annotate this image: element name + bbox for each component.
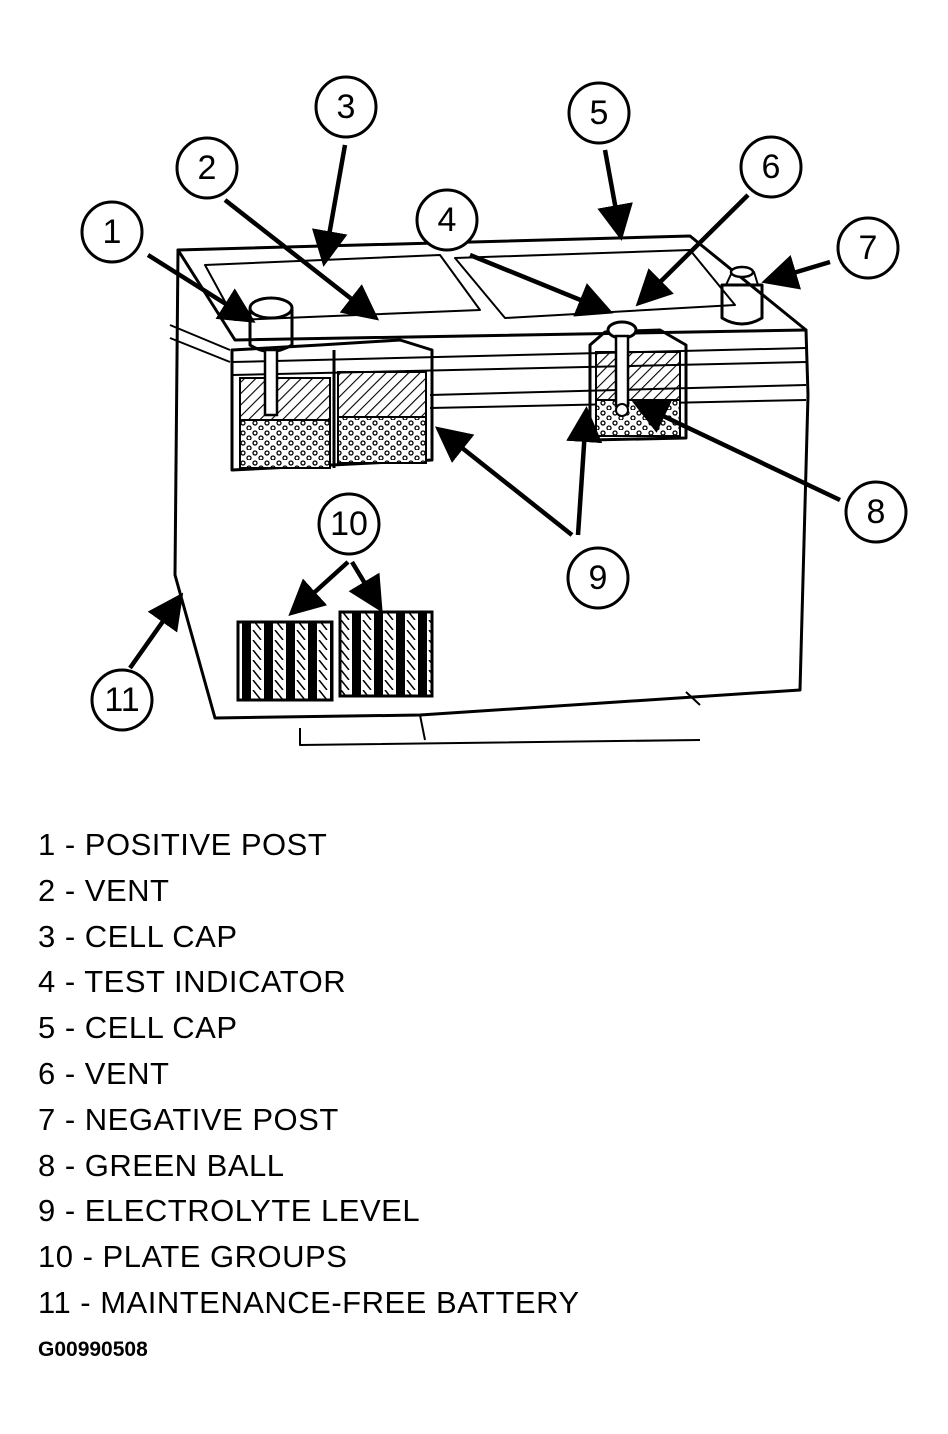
svg-text:10: 10 [330,505,368,543]
figure-code: G00990508 [38,1338,148,1361]
svg-text:5: 5 [590,94,609,132]
right-cell-cutaway [588,328,688,442]
callout-4: 4 [415,188,479,252]
callout-9: 9 [566,546,630,610]
legend-item: 5 - CELL CAP [38,1010,238,1046]
callout-2: 2 [175,136,239,200]
legend-item: 11 - MAINTENANCE-FREE BATTERY [38,1284,580,1320]
legend-item: 3 - CELL CAP [38,918,238,954]
callout-8: 8 [844,480,908,544]
callout-11: 11 [90,668,154,732]
callout-1: 1 [80,200,144,264]
test-indicator [606,320,638,417]
leader-arrows [128,144,841,670]
plate-groups-cutaway [236,610,434,702]
left-cell-cutaway [230,338,434,472]
svg-text:6: 6 [762,148,781,186]
legend-item: 8 - GREEN BALL [38,1147,285,1183]
legend-item: 10 - PLATE GROUPS [38,1239,348,1275]
svg-text:3: 3 [337,88,356,126]
svg-text:1: 1 [103,213,122,251]
legend-item: 6 - VENT [38,1055,170,1091]
svg-text:2: 2 [198,149,217,187]
legend: 1 - POSITIVE POST 2 - VENT 3 - CELL CAP … [38,822,580,1326]
callout-3: 3 [314,75,378,139]
negative-post [720,265,764,326]
svg-text:7: 7 [859,229,878,267]
legend-item: 7 - NEGATIVE POST [38,1101,339,1137]
svg-text:11: 11 [104,681,139,719]
legend-item: 9 - ELECTROLYTE LEVEL [38,1193,421,1229]
svg-text:4: 4 [438,201,457,239]
callout-6: 6 [739,135,803,199]
svg-text:8: 8 [867,493,886,531]
callout-5: 5 [567,81,631,145]
callout-10: 10 [317,492,381,556]
legend-item: 1 - POSITIVE POST [38,827,328,862]
legend-item: 4 - TEST INDICATOR [38,964,347,1000]
svg-text:9: 9 [589,559,608,597]
battery-diagram: 1 2 3 4 5 6 7 8 9 10 11 [80,75,908,746]
callout-7: 7 [836,216,900,280]
positive-post [248,296,294,417]
legend-item: 2 - VENT [38,872,170,908]
